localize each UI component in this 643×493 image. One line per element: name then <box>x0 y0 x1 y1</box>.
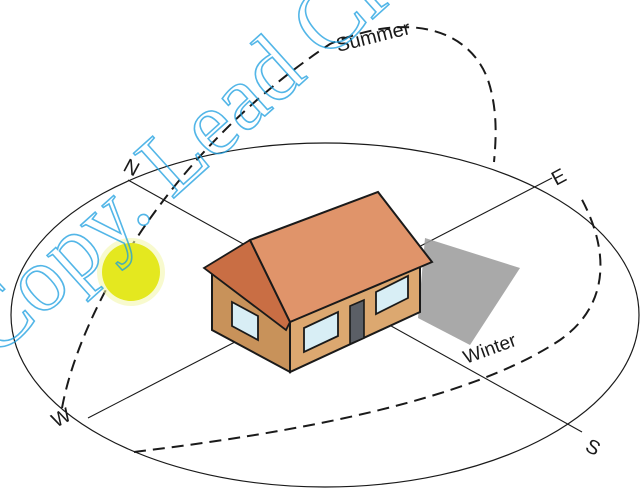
compass-south-label: S <box>582 435 604 461</box>
summer-sun-path <box>61 26 497 409</box>
house-roof <box>248 190 434 324</box>
winter-sun-path <box>133 195 602 453</box>
house-shadow <box>418 238 520 345</box>
sun-icon <box>102 243 160 301</box>
house-door <box>349 298 365 346</box>
compass-east-label: E <box>548 165 570 191</box>
horizon-ellipse <box>10 142 640 488</box>
house-front-window-left <box>303 310 339 354</box>
house-side-window <box>231 300 259 342</box>
house-front-window-right <box>375 274 409 316</box>
compass-west-label: W <box>48 404 75 432</box>
